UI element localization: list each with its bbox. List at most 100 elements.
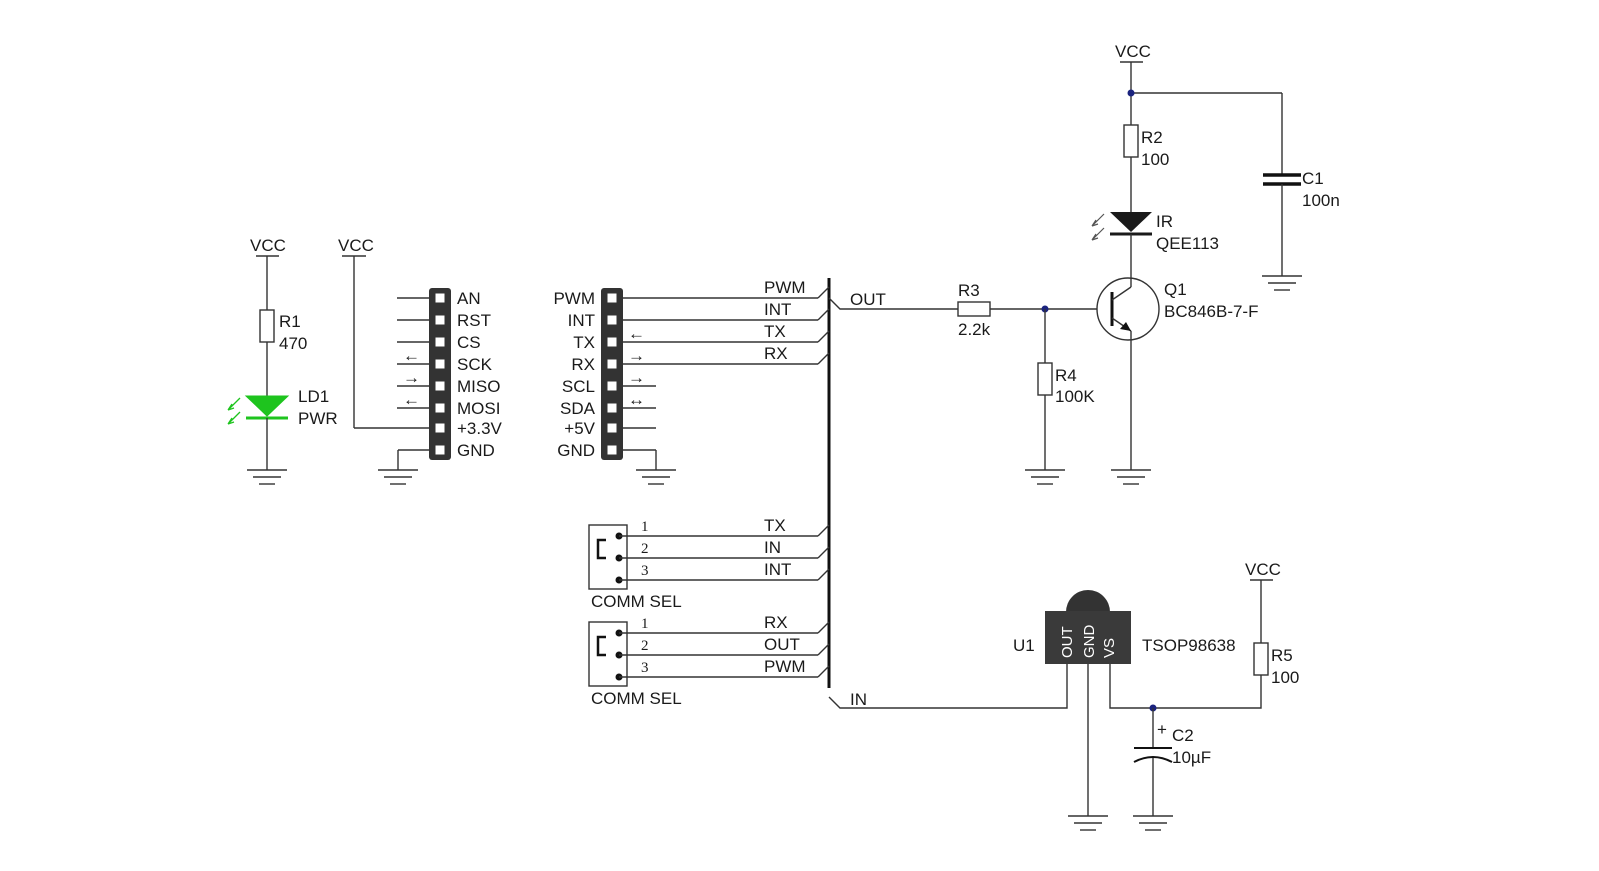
comm1-net-tx: TX bbox=[764, 516, 786, 535]
sda-direction-arrow: ↔ bbox=[628, 390, 645, 409]
comm2-pin-2: 2 bbox=[641, 638, 649, 654]
tx-direction-arrow: ← bbox=[628, 324, 645, 343]
jumper-shunt-icon bbox=[596, 538, 606, 560]
ground-symbol-icon bbox=[378, 469, 418, 485]
signal-bus: PWM INT TX RX OUT IN bbox=[764, 278, 1068, 709]
left-pin-sck: SCK bbox=[457, 355, 493, 374]
r2-value: 100 bbox=[1141, 150, 1169, 169]
vcc-label-2: VCC bbox=[338, 236, 374, 255]
bus-label-tx: TX bbox=[764, 322, 786, 341]
r4-value: 100K bbox=[1055, 387, 1095, 406]
ir-led-icon bbox=[1110, 212, 1152, 232]
right-pin-tx: TX bbox=[573, 333, 595, 352]
r3-value: 2.2k bbox=[958, 320, 991, 339]
comm1-pin-3: 3 bbox=[641, 563, 649, 579]
led-icon bbox=[244, 395, 290, 417]
left-pin-an: AN bbox=[457, 289, 481, 308]
ground-symbol-icon bbox=[636, 469, 676, 485]
q1-ref: Q1 bbox=[1164, 280, 1187, 299]
bus-label-rx: RX bbox=[764, 344, 788, 363]
right-pin-5v: +5V bbox=[564, 419, 595, 438]
r2-ref: R2 bbox=[1141, 128, 1163, 147]
mikrobus-right-header: PWM INT TX RX SCL SDA +5V GND bbox=[553, 288, 818, 485]
c1-value: 100n bbox=[1302, 191, 1340, 210]
sck-direction-arrow: ← bbox=[403, 346, 420, 365]
mikrobus-left-header: VCC AN RST CS SCK bbox=[338, 236, 503, 485]
comm2-net-pwm: PWM bbox=[764, 657, 806, 676]
c2-value: 10µF bbox=[1172, 748, 1211, 767]
vcc-label-1: VCC bbox=[250, 236, 286, 255]
r5-ref: R5 bbox=[1271, 646, 1293, 665]
ir-receiver-circuit: OUT GND VS U1 TSOP98638 VCC R5 100 + C2 … bbox=[1013, 560, 1299, 831]
r1-resistor bbox=[259, 309, 275, 343]
right-pin-rx: RX bbox=[571, 355, 595, 374]
q1-transistor-icon bbox=[1096, 277, 1160, 470]
right-pin-sda: SDA bbox=[560, 399, 596, 418]
comm2-pin-1: 1 bbox=[641, 616, 649, 632]
comm-sel-jumper-1: 1 2 3 TX IN INT COMM SEL bbox=[588, 516, 818, 611]
left-pin-mosi: MOSI bbox=[457, 399, 500, 418]
bus-label-out: OUT bbox=[850, 290, 886, 309]
comm2-pin-3: 3 bbox=[641, 660, 649, 676]
comm1-pin-2: 2 bbox=[641, 541, 649, 557]
c2-ref: C2 bbox=[1172, 726, 1194, 745]
bus-label-in: IN bbox=[850, 690, 867, 709]
bus-label-int: INT bbox=[764, 300, 791, 319]
ld1-value: PWR bbox=[298, 409, 338, 428]
receiver-dome-icon bbox=[1066, 590, 1110, 612]
header-body bbox=[429, 288, 451, 460]
comm1-net-int: INT bbox=[764, 560, 791, 579]
ir-value: QEE113 bbox=[1156, 234, 1219, 253]
left-pin-gnd: GND bbox=[457, 441, 495, 460]
left-pin-3v3: +3.3V bbox=[457, 419, 503, 438]
junction-dot bbox=[1127, 89, 1135, 97]
r4-ref: R4 bbox=[1055, 366, 1077, 385]
ground-symbol-icon bbox=[1111, 469, 1151, 485]
miso-direction-arrow: → bbox=[403, 368, 420, 387]
right-pin-scl: SCL bbox=[562, 377, 595, 396]
r1-ref: R1 bbox=[279, 312, 301, 331]
r5-resistor bbox=[1253, 642, 1269, 676]
ground-symbol-icon bbox=[1133, 815, 1173, 831]
u1-ref: U1 bbox=[1013, 636, 1035, 655]
u1-body bbox=[1045, 611, 1131, 664]
left-pin-rst: RST bbox=[457, 311, 491, 330]
scl-direction-arrow: → bbox=[628, 368, 645, 387]
comm2-net-rx: RX bbox=[764, 613, 788, 632]
mosi-direction-arrow: ← bbox=[403, 390, 420, 409]
ir-transmitter-circuit: VCC R2 100 IR QEE113 C1 100n R3 2.2k bbox=[957, 42, 1340, 485]
jumper-shunt-icon bbox=[596, 635, 606, 657]
rx-direction-arrow: → bbox=[628, 346, 645, 365]
power-led-circuit: VCC R1 470 LD1 PWR bbox=[227, 236, 338, 485]
left-pin-miso: MISO bbox=[457, 377, 500, 396]
vcc-label-4: VCC bbox=[1245, 560, 1281, 579]
comm1-net-in: IN bbox=[764, 538, 781, 557]
left-pin-cs: CS bbox=[457, 333, 481, 352]
header-body bbox=[601, 288, 623, 460]
comm2-label: COMM SEL bbox=[591, 689, 682, 708]
r1-value: 470 bbox=[279, 334, 307, 353]
r5-value: 100 bbox=[1271, 668, 1299, 687]
vcc-label-3: VCC bbox=[1115, 42, 1151, 61]
q1-value: BC846B-7-F bbox=[1164, 302, 1258, 321]
u1-value: TSOP98638 bbox=[1142, 636, 1236, 655]
r3-resistor bbox=[957, 301, 991, 317]
comm1-label: COMM SEL bbox=[591, 592, 682, 611]
r4-resistor bbox=[1037, 362, 1053, 396]
ground-symbol-icon bbox=[247, 469, 287, 485]
comm2-net-out: OUT bbox=[764, 635, 800, 654]
ground-symbol-icon bbox=[1025, 469, 1065, 485]
right-pin-gnd: GND bbox=[557, 441, 595, 460]
right-pin-pwm: PWM bbox=[553, 289, 595, 308]
r3-ref: R3 bbox=[958, 281, 980, 300]
r2-resistor bbox=[1123, 124, 1139, 158]
u1-pin-gnd: GND bbox=[1081, 625, 1098, 659]
ground-symbol-icon bbox=[1068, 815, 1108, 831]
right-pin-int: INT bbox=[568, 311, 595, 330]
ir-ref: IR bbox=[1156, 212, 1173, 231]
ld1-ref: LD1 bbox=[298, 387, 329, 406]
u1-pin-vs: VS bbox=[1101, 638, 1118, 658]
comm1-pin-1: 1 bbox=[641, 519, 649, 535]
u1-pin-out: OUT bbox=[1059, 626, 1076, 658]
